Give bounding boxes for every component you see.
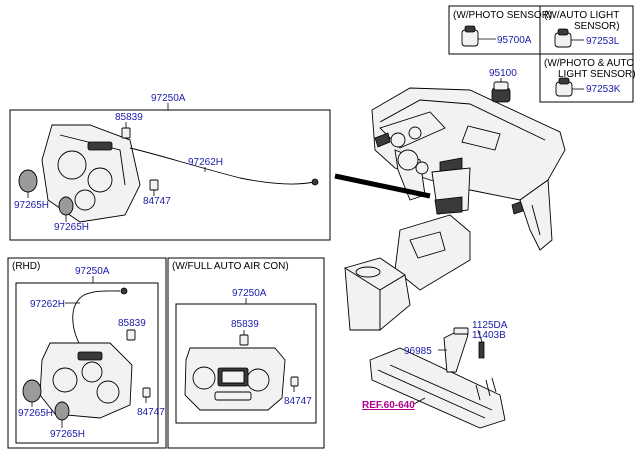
- photo-auto-light-caption-1: (W/PHOTO & AUTO: [544, 58, 634, 69]
- photo-sensor-caption: (W/PHOTO SENSOR): [453, 10, 552, 21]
- photo-auto-light-box: (W/PHOTO & AUTO LIGHT SENSOR) 97253K: [539, 53, 636, 103]
- main-assembly-part-number[interactable]: 97250A: [151, 93, 186, 104]
- auto-light-box: (W/AUTO LIGHT SENSOR) 97253L: [539, 5, 634, 55]
- rhd-knob-left: [22, 379, 42, 403]
- reference-link[interactable]: REF.60-640: [362, 400, 415, 411]
- dashboard-illustration: 95100: [334, 68, 566, 331]
- auto-light-caption-2: SENSOR): [574, 21, 620, 32]
- main-clip-part-number[interactable]: 84747: [143, 196, 171, 207]
- photo-auto-light-part-number[interactable]: 97253K: [586, 84, 621, 95]
- auto-aircon-caption: (W/FULL AUTO AIR CON): [172, 261, 289, 272]
- main-bracket-part-number[interactable]: 85839: [115, 112, 143, 123]
- rhd-cable-part-number[interactable]: 97262H: [30, 299, 65, 310]
- dashboard-sensor-part-number[interactable]: 95100: [489, 68, 517, 79]
- bracket-area: 96985 1125DA 11403B REF.60-640: [362, 320, 508, 429]
- main-knob-left-part-number[interactable]: 97265H: [14, 200, 49, 211]
- rhd-bracket-part-number[interactable]: 85839: [118, 318, 146, 329]
- auto-aircon-assembly-part-number[interactable]: 97250A: [232, 288, 267, 299]
- bracket-part-number[interactable]: 96985: [404, 346, 432, 357]
- auto-aircon-panel-box: (W/FULL AUTO AIR CON) 97250A 85839 84747: [167, 257, 325, 449]
- auto-aircon-clip-part-number[interactable]: 84747: [284, 396, 312, 407]
- photo-sensor-box: (W/PHOTO SENSOR) 95700A: [448, 5, 552, 55]
- rhd-knob-left-part-number[interactable]: 97265H: [18, 408, 53, 419]
- rhd-assembly-part-number[interactable]: 97250A: [75, 266, 110, 277]
- rhd-panel-box: (RHD) 97250A 97262H 85839 84747 97265H 9…: [7, 257, 167, 449]
- bolt1-part-number[interactable]: 1125DA: [472, 320, 508, 331]
- rhd-clip-part-number[interactable]: 84747: [137, 407, 165, 418]
- auto-aircon-bracket-part-number[interactable]: 85839: [231, 319, 259, 330]
- rhd-caption: (RHD): [12, 261, 40, 272]
- rhd-knob-bottom-part-number[interactable]: 97265H: [50, 429, 85, 440]
- main-knob-left: [18, 169, 38, 193]
- main-knob-bottom: [58, 196, 74, 216]
- main-heater-control-box: 97250A 85839 97262H 84747 97265H 97265H: [9, 93, 331, 241]
- bolt2-part-number[interactable]: 11403B: [472, 330, 506, 341]
- main-cable-part-number[interactable]: 97262H: [188, 157, 223, 168]
- photo-sensor-part-number[interactable]: 95700A: [497, 35, 532, 46]
- main-knob-bottom-part-number[interactable]: 97265H: [54, 222, 89, 233]
- rhd-knob-bottom: [54, 401, 70, 421]
- auto-light-part-number[interactable]: 97253L: [586, 36, 620, 47]
- photo-auto-light-caption-2: LIGHT SENSOR): [558, 69, 636, 80]
- auto-light-caption-1: (W/AUTO LIGHT: [544, 10, 619, 21]
